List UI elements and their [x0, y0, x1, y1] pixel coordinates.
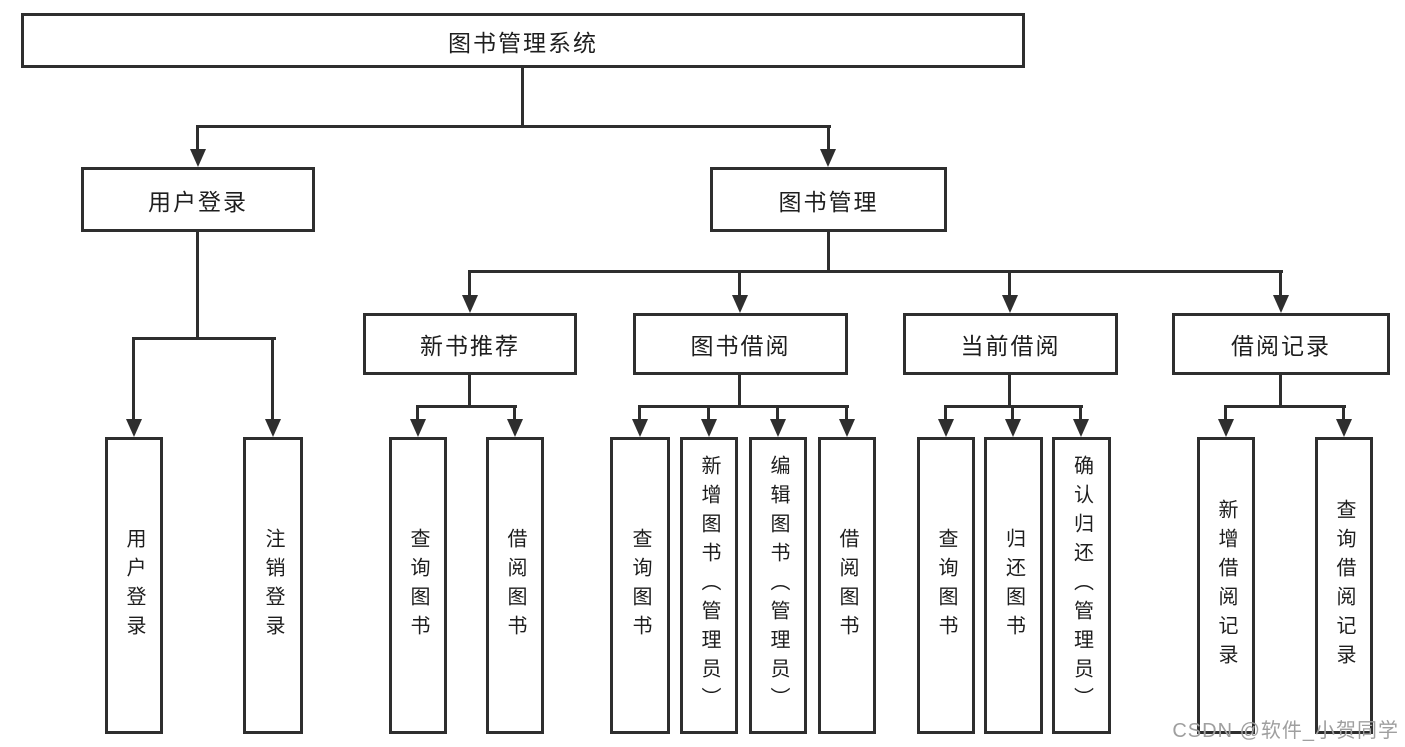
- connector-line: [416, 405, 419, 423]
- leaf-user-login: 用户登录: [105, 437, 163, 734]
- connector-line: [638, 405, 849, 408]
- leaf-recommend-borrow-books: 借阅图书: [486, 437, 544, 734]
- connector-line: [1279, 270, 1282, 302]
- node-label: 新增借阅记录: [1215, 498, 1237, 673]
- leaf-borrowing-borrow-books: 借阅图书: [818, 437, 876, 734]
- connector-line: [1011, 405, 1014, 423]
- connector-line: [196, 232, 199, 337]
- connector-line: [776, 405, 779, 423]
- connector-line: [271, 337, 274, 423]
- connector-line: [1279, 375, 1282, 407]
- arrow-down-icon: [507, 419, 523, 437]
- node-label: 图书管理: [778, 188, 879, 215]
- arrow-down-icon: [1073, 419, 1089, 437]
- leaf-current-return-books: 归还图书: [984, 437, 1043, 734]
- connector-line: [1224, 405, 1346, 408]
- csdn-watermark: CSDN @软件_小贺同学: [1172, 720, 1399, 742]
- connector-line: [1008, 375, 1011, 407]
- node-label: 确认归还（管理员）: [1070, 455, 1093, 716]
- node-label: 查询图书: [407, 527, 429, 644]
- node-label: 新增图书（管理员）: [698, 455, 720, 716]
- node-label: 查询借阅记录: [1333, 498, 1355, 673]
- node-label: 归还图书: [1002, 527, 1025, 644]
- connector-line: [638, 405, 641, 423]
- connector-line: [196, 125, 831, 128]
- arrow-down-icon: [462, 295, 478, 313]
- leaf-recommend-query-books: 查询图书: [389, 437, 447, 734]
- node-label: 借阅记录: [1231, 333, 1331, 359]
- node-label: 图书管理系统: [448, 29, 598, 56]
- connector-line: [707, 405, 710, 423]
- node-label: 借阅图书: [836, 527, 858, 644]
- node-label: 当前借阅: [960, 333, 1061, 359]
- connector-line: [513, 405, 516, 423]
- arrow-down-icon: [770, 419, 786, 437]
- connector-line: [944, 405, 947, 423]
- arrow-down-icon: [1002, 295, 1018, 313]
- node-label: 借阅图书: [504, 527, 526, 644]
- node-label: 用户登录: [123, 527, 145, 644]
- connector-line: [416, 405, 517, 408]
- connector-line: [521, 68, 524, 125]
- node-label: 注销登录: [262, 527, 284, 644]
- arrow-down-icon: [820, 149, 836, 167]
- connector-line: [827, 232, 830, 270]
- connector-line: [468, 270, 1283, 273]
- connector-line: [468, 375, 471, 407]
- arrow-down-icon: [1336, 419, 1352, 437]
- node-new-book-recommendation: 新书推荐: [363, 313, 577, 375]
- leaf-records-add-borrow-record: 新增借阅记录: [1197, 437, 1255, 734]
- connector-line: [132, 337, 276, 340]
- arrow-down-icon: [1218, 419, 1234, 437]
- connector-line: [132, 337, 135, 423]
- node-book-management: 图书管理: [710, 167, 947, 232]
- node-label: 用户登录: [148, 188, 248, 215]
- arrow-down-icon: [126, 419, 142, 437]
- leaf-current-query-books: 查询图书: [917, 437, 975, 734]
- arrow-down-icon: [938, 419, 954, 437]
- arrow-down-icon: [190, 149, 206, 167]
- leaf-logout: 注销登录: [243, 437, 303, 734]
- leaf-borrowing-add-books-admin: 新增图书（管理员）: [680, 437, 738, 734]
- leaf-current-confirm-return-admin: 确认归还（管理员）: [1052, 437, 1111, 734]
- node-library-management-system: 图书管理系统: [21, 13, 1025, 68]
- node-label: 新书推荐: [420, 333, 520, 359]
- arrow-down-icon: [632, 419, 648, 437]
- node-borrow-records: 借阅记录: [1172, 313, 1390, 375]
- node-label: 编辑图书（管理员）: [767, 455, 789, 716]
- connector-line: [1342, 405, 1345, 423]
- node-book-borrowing: 图书借阅: [633, 313, 848, 375]
- node-user-login: 用户登录: [81, 167, 315, 232]
- connector-line: [827, 125, 830, 155]
- connector-line: [738, 375, 741, 407]
- node-current-borrowing: 当前借阅: [903, 313, 1118, 375]
- connector-line: [468, 270, 471, 302]
- arrow-down-icon: [839, 419, 855, 437]
- leaf-records-query-borrow-record: 查询借阅记录: [1315, 437, 1373, 734]
- connector-line: [1224, 405, 1227, 423]
- node-label: 图书借阅: [690, 333, 791, 359]
- arrow-down-icon: [265, 419, 281, 437]
- arrow-down-icon: [1005, 419, 1021, 437]
- connector-line: [845, 405, 848, 423]
- connector-line: [1008, 270, 1011, 302]
- arrow-down-icon: [1273, 295, 1289, 313]
- connector-line: [738, 270, 741, 302]
- arrow-down-icon: [701, 419, 717, 437]
- connector-line: [196, 125, 199, 155]
- arrow-down-icon: [732, 295, 748, 313]
- arrow-down-icon: [410, 419, 426, 437]
- node-label: 查询图书: [935, 527, 957, 644]
- leaf-borrowing-query-books: 查询图书: [610, 437, 670, 734]
- node-label: 查询图书: [629, 527, 651, 644]
- leaf-borrowing-edit-books-admin: 编辑图书（管理员）: [749, 437, 807, 734]
- connector-line: [1079, 405, 1082, 423]
